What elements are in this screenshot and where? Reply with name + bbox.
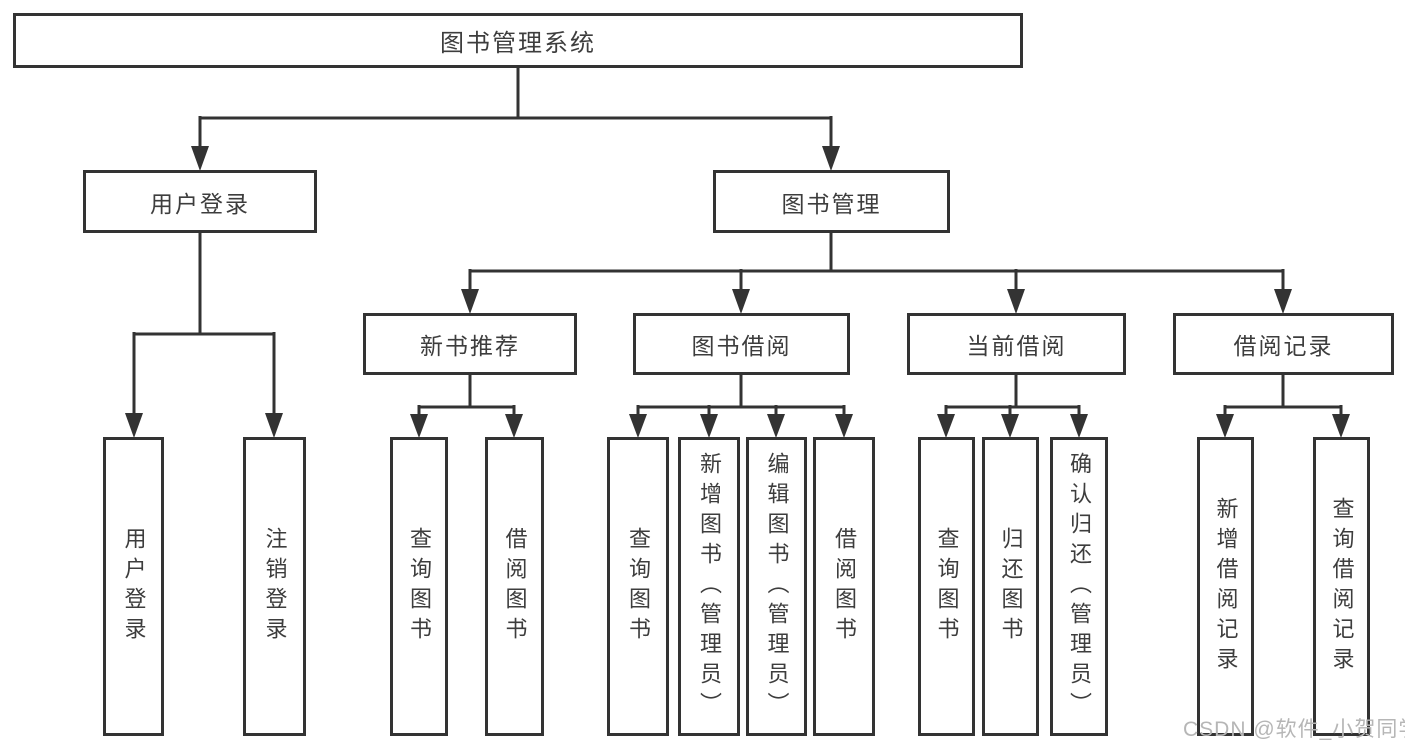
connector-book-management-to-level3 [461, 233, 1292, 314]
node-book-management: 图书管理 [713, 170, 950, 233]
leaf-add-borrow-record: 新增借阅记录 [1197, 437, 1254, 736]
connector-root-to-level2 [191, 68, 840, 171]
leaf-return-book: 归还图书 [982, 437, 1039, 736]
leaf-query-borrow-record: 查询借阅记录 [1313, 437, 1370, 736]
connector-borrow-records-to-leaves [1216, 375, 1350, 438]
node-book-borrowing: 图书借阅 [633, 313, 850, 375]
leaf-query-books-recommend: 查询图书 [390, 437, 448, 736]
leaf-query-books-borrowing: 查询图书 [607, 437, 669, 736]
node-library-management-system: 图书管理系统 [13, 13, 1023, 68]
connector-user-login-to-leaves [125, 233, 283, 438]
connector-new-book-to-leaves [410, 375, 523, 438]
connector-current-borrow-to-leaves [937, 375, 1088, 438]
node-current-borrowing: 当前借阅 [907, 313, 1126, 375]
leaf-user-login: 用户登录 [103, 437, 164, 736]
leaf-borrow-books-borrowing: 借阅图书 [813, 437, 875, 736]
leaf-add-book-admin: 新增图书（管理员） [678, 437, 740, 736]
node-user-login: 用户登录 [83, 170, 317, 233]
leaf-query-books-current: 查询图书 [918, 437, 975, 736]
node-borrowing-records: 借阅记录 [1173, 313, 1394, 375]
csdn-watermark: CSDN @软件_小贺同学 [1183, 718, 1405, 741]
node-new-book-recommendation: 新书推荐 [363, 313, 577, 375]
leaf-logout-login: 注销登录 [243, 437, 306, 736]
connector-book-borrow-to-leaves [629, 375, 853, 438]
leaf-edit-book-admin: 编辑图书（管理员） [746, 437, 807, 736]
leaf-borrow-books-recommend: 借阅图书 [485, 437, 544, 736]
leaf-confirm-return-admin: 确认归还（管理员） [1050, 437, 1108, 736]
